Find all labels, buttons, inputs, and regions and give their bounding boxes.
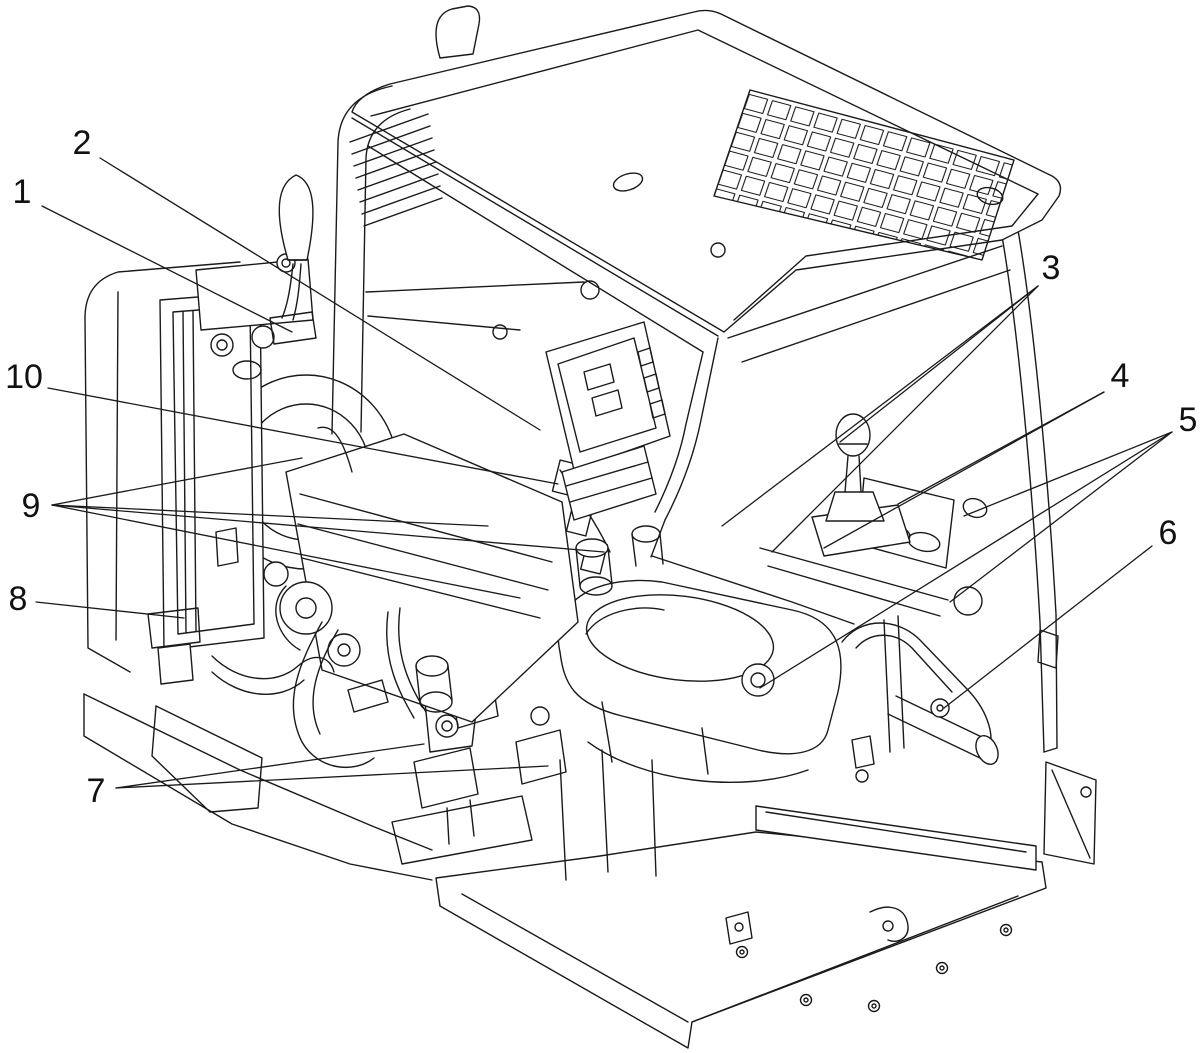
callout-label-7: 7 [86, 772, 106, 810]
chassis-frame [83, 677, 1097, 1049]
leader-line-4 [823, 391, 1105, 549]
leader-line-7 [115, 765, 549, 789]
leader-line-9 [51, 504, 521, 599]
control-lever-handle [269, 174, 317, 345]
callout-label-8: 8 [8, 580, 28, 618]
callout-leader-lines [35, 157, 1173, 789]
fender-exhaust [759, 547, 999, 783]
leader-line-5 [963, 431, 1173, 517]
roof-grid [713, 89, 1015, 261]
hood-louvers [349, 113, 443, 227]
radiator-assembly [84, 253, 335, 695]
callout-label-1: 1 [12, 173, 32, 211]
control-joystick [811, 413, 955, 569]
leader-line-3 [721, 285, 1039, 527]
callout-label-10: 10 [5, 358, 43, 396]
leader-line-3 [839, 285, 1039, 443]
leader-line-3 [771, 285, 1039, 553]
front-arch-frame [331, 85, 719, 558]
callout-label-9: 9 [21, 487, 41, 525]
leader-line-2 [99, 157, 541, 431]
leader-line-5 [759, 431, 1173, 689]
rear-pillar-frame [727, 229, 1059, 753]
callout-label-5: 5 [1178, 401, 1198, 439]
leader-line-10 [47, 387, 559, 485]
leader-line-5 [949, 431, 1173, 603]
callout-label-6: 6 [1158, 514, 1178, 552]
leader-line-8 [35, 601, 185, 619]
callout-label-3: 3 [1041, 249, 1061, 287]
leader-line-9 [51, 504, 489, 527]
seat-base [557, 555, 855, 783]
leader-line-6 [943, 545, 1153, 709]
leader-line-7 [115, 743, 425, 789]
leader-line-9 [51, 504, 605, 553]
leader-line-1 [41, 205, 293, 333]
callout-label-4: 4 [1110, 357, 1130, 395]
canopy-roof [351, 5, 1062, 333]
leader-line-9 [51, 457, 303, 506]
engine-assembly [263, 426, 611, 769]
callout-label-2: 2 [72, 124, 92, 162]
steering-console [545, 321, 671, 596]
